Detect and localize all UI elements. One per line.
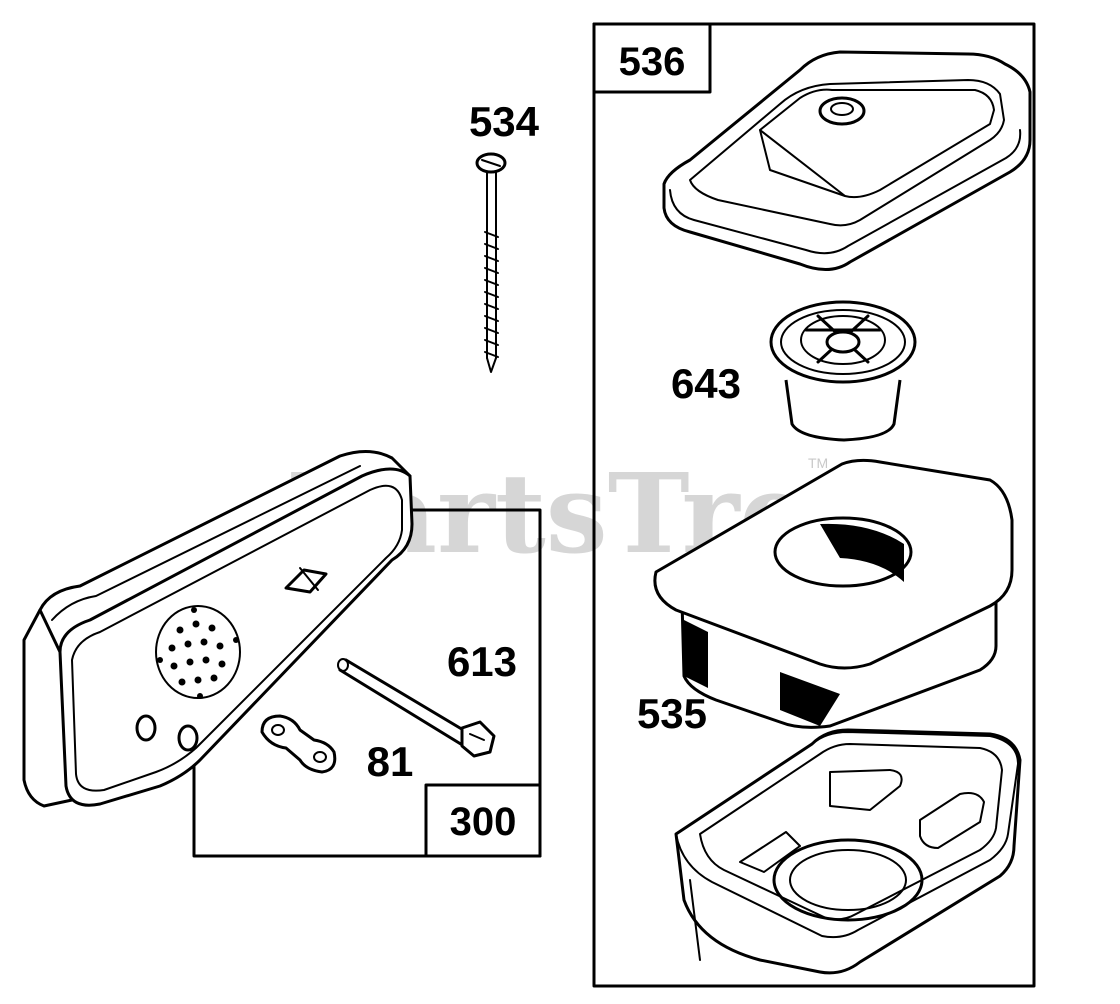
filter-base-drawing <box>674 728 1022 975</box>
assembly-frame-536 <box>592 22 1036 988</box>
assembly-tag-300 <box>424 783 542 858</box>
lock-plate-81-drawing <box>260 714 337 774</box>
part-label-81: 81 <box>367 738 414 785</box>
assembly-box-536: 536 <box>592 22 1036 988</box>
part-label-643: 643 <box>671 360 741 407</box>
screw-534-drawing <box>475 152 507 373</box>
assembly-box-300: 300 <box>192 508 542 858</box>
filter-535-drawing <box>653 458 1014 729</box>
precleaner-643-drawing <box>769 300 917 442</box>
part-label-534: 534 <box>469 98 540 145</box>
assembly-label-536: 536 <box>619 40 686 84</box>
bolt-613-drawing <box>337 658 496 758</box>
part-label-535: 535 <box>637 690 707 737</box>
watermark-tm: TM <box>808 455 828 471</box>
part-label-613: 613 <box>447 638 517 685</box>
assembly-label-300: 300 <box>450 800 517 844</box>
assembly-tag-536 <box>592 22 712 94</box>
air-cleaner-cover-drawing <box>662 50 1032 271</box>
muffler-drawing <box>22 450 414 808</box>
